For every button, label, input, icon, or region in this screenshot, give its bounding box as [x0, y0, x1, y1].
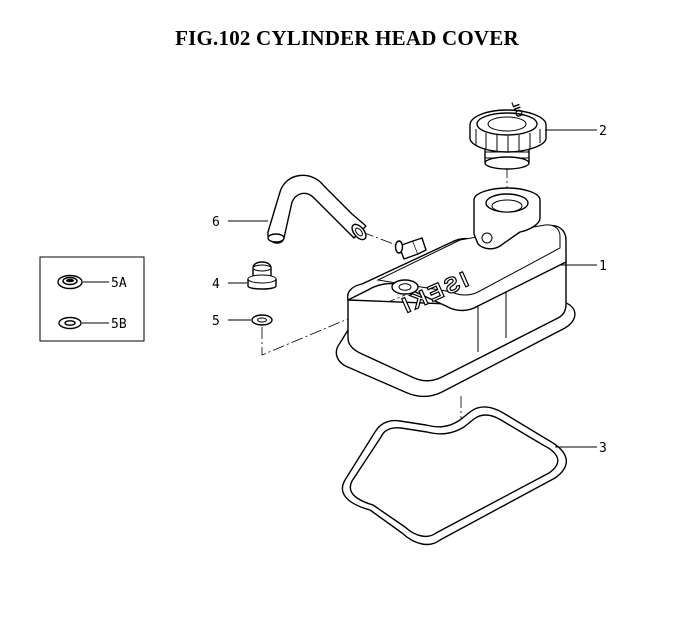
cap-marking: OIL — [508, 100, 524, 119]
callout-5: 5 — [212, 314, 220, 329]
callout-5b: 5B — [111, 317, 127, 332]
part-6-breather-hose — [267, 174, 367, 244]
inset-variants-box: 5A 5B — [39, 256, 145, 342]
callout-1: 1 — [599, 259, 607, 274]
figure-title: FIG.102 CYLINDER HEAD COVER — [175, 26, 519, 50]
part-5-washer — [251, 314, 273, 326]
callout-6: 6 — [212, 215, 220, 230]
part-2-oil-filler-cap: OIL — [469, 100, 547, 170]
filler-bolt-hole — [481, 232, 493, 244]
callout-5a: 5A — [111, 276, 127, 291]
callout-3: 3 — [599, 441, 607, 456]
part-4-cap-nut — [247, 261, 277, 290]
hose-centerline — [361, 231, 400, 247]
part-5a-seal-washer — [57, 274, 83, 290]
callout-4: 4 — [212, 277, 220, 292]
part-5b-washer — [58, 316, 82, 330]
part-3-gasket — [341, 406, 567, 546]
callout-2: 2 — [599, 124, 607, 139]
bolt-boss-hole — [398, 283, 412, 291]
part-1-cylinder-head-cover: ISEKI — [335, 187, 576, 398]
inset-frame — [39, 256, 145, 342]
